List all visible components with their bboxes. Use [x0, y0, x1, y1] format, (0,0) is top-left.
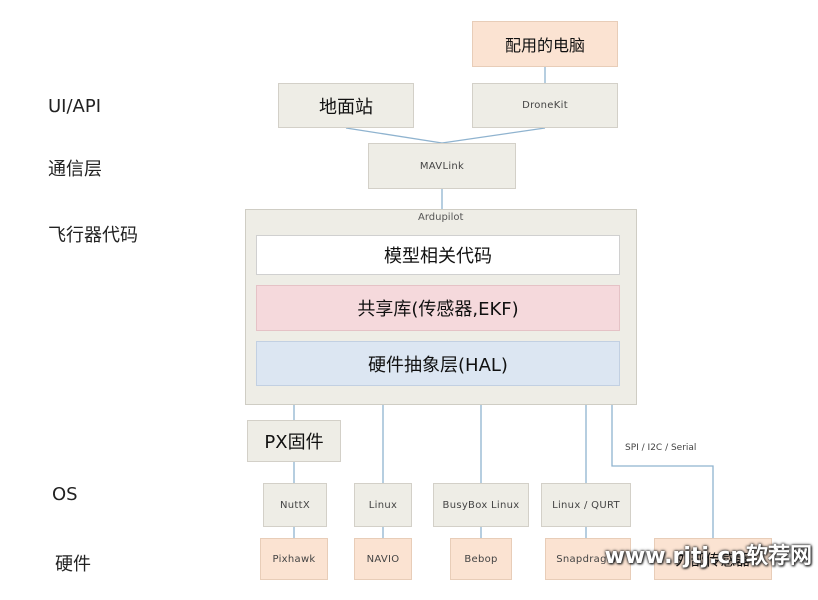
hw-snapdragon: Snapdragon — [545, 538, 631, 580]
line-ground-mavlink — [345, 127, 443, 144]
layer-label-ui-api: UI/API — [48, 96, 102, 117]
layer-label-os: OS — [52, 484, 78, 505]
ardupilot-title: Ardupilot — [418, 212, 464, 223]
companion-pc-node: 配用的电脑 — [472, 21, 618, 67]
line-sensor-hal — [611, 392, 714, 538]
hw-external-sensor: 外部传感器 — [654, 538, 772, 580]
line-dronekit-mavlink — [441, 127, 546, 144]
watermark-text: www.rjtj.cn软荐网 — [604, 544, 812, 569]
hal-layer: 硬件抽象层(HAL) — [256, 341, 620, 386]
dronekit-node: DroneKit — [472, 83, 618, 128]
layer-label-comm: 通信层 — [48, 159, 102, 180]
layer-label-hardware: 硬件 — [55, 554, 91, 575]
ground-station-node: 地面站 — [278, 83, 414, 128]
model-code-layer: 模型相关代码 — [256, 235, 620, 275]
os-linux: Linux — [354, 483, 412, 527]
hw-navio: NAVIO — [354, 538, 412, 580]
mavlink-node: MAVLink — [368, 143, 516, 189]
layer-label-flight-code: 飞行器代码 — [48, 225, 138, 246]
shared-library-layer: 共享库(传感器,EKF) — [256, 285, 620, 331]
os-busybox-linux: BusyBox Linux — [433, 483, 529, 527]
os-nuttx: NuttX — [263, 483, 327, 527]
hw-pixhawk: Pixhawk — [260, 538, 328, 580]
hw-bebop: Bebop — [450, 538, 512, 580]
os-linux-qurt: Linux / QURT — [541, 483, 631, 527]
px-firmware-node: PX固件 — [247, 420, 341, 462]
bus-label: SPI / I2C / Serial — [625, 443, 697, 453]
